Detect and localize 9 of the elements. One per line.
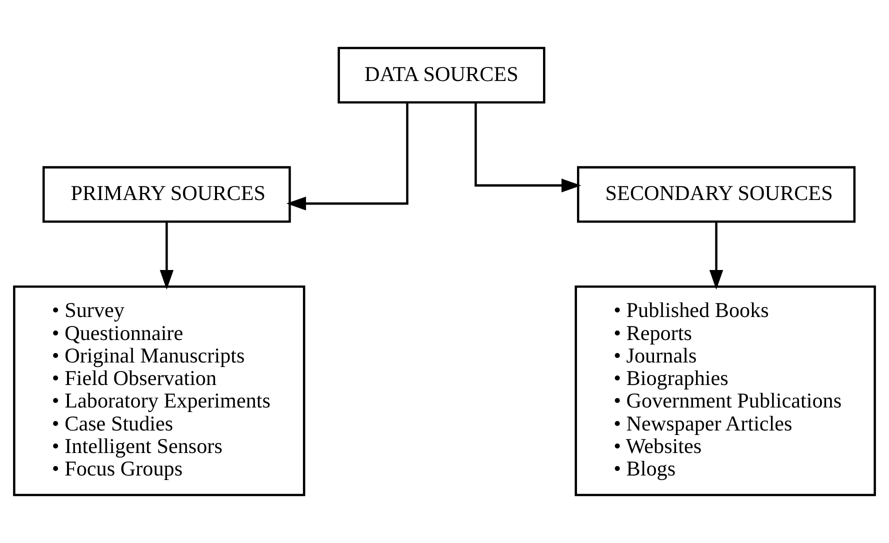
arrow — [286, 102, 408, 210]
node-box: SECONDARY SOURCES — [577, 166, 856, 223]
arrow — [474, 102, 582, 192]
arrow — [160, 222, 174, 290]
node-box: • Published Books • Reports • Journals • Biographies • Government Publications • Newspaper Articles • Websites • Blogs — [574, 285, 876, 496]
node-box: DATA SOURCES — [338, 46, 546, 104]
node-box: PRIMARY SOURCES — [42, 166, 291, 223]
node-box: • Survey • Questionnaire • Original Manuscripts • Field Observation • Laboratory Experiments • Case Studies • Intelligent Sensors • Focus Groups — [13, 285, 306, 496]
arrow — [709, 222, 724, 290]
